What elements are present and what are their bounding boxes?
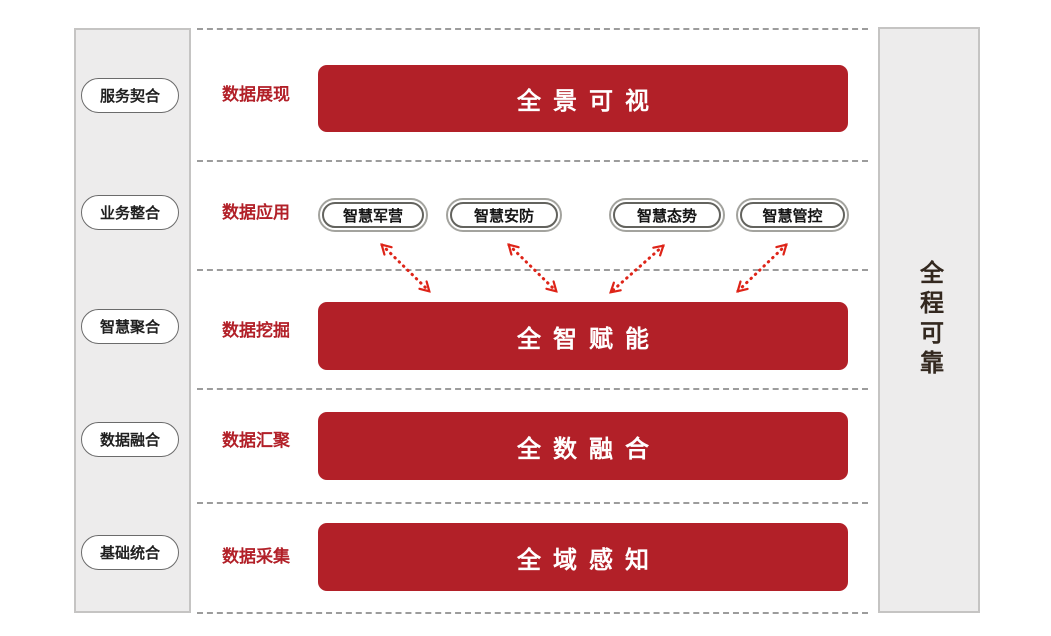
sidebar-pill-basic-unification: 基础统合 xyxy=(81,535,179,570)
vertical-reliability-label: 全程可靠 xyxy=(915,260,943,380)
app-pill-label: 智慧安防 xyxy=(450,202,558,228)
bar-full-domain-sensing: 全域感知 xyxy=(318,523,848,591)
app-pill-label: 智慧管控 xyxy=(740,202,845,228)
sidebar-pill-wisdom-aggregation: 智慧聚合 xyxy=(81,309,179,344)
sidebar-pill-service-fit: 服务契合 xyxy=(81,78,179,113)
double-arrow xyxy=(738,245,786,291)
bar-full-data-fusion: 全数融合 xyxy=(318,412,848,480)
app-pill-label: 智慧军营 xyxy=(322,202,424,228)
row-divider xyxy=(197,502,868,504)
double-arrow xyxy=(382,245,429,291)
app-pill-smart-barracks: 智慧军营 xyxy=(318,198,428,232)
bar-panoramic-visibility: 全景可视 xyxy=(318,65,848,132)
row-label-data-convergence: 数据汇聚 xyxy=(222,431,290,450)
row-divider xyxy=(197,612,868,614)
row-divider xyxy=(197,28,868,30)
app-pill-smart-security: 智慧安防 xyxy=(446,198,562,232)
sidebar-pill-business-integration: 业务整合 xyxy=(81,195,179,230)
row-label-data-application: 数据应用 xyxy=(222,203,290,222)
bar-full-intelligence: 全智赋能 xyxy=(318,302,848,370)
row-divider xyxy=(197,388,868,390)
app-pill-smart-control: 智慧管控 xyxy=(736,198,849,232)
app-pill-smart-situation: 智慧态势 xyxy=(609,198,725,232)
sidebar-pill-data-fusion: 数据融合 xyxy=(81,422,179,457)
row-label-data-presentation: 数据展现 xyxy=(222,85,290,104)
row-divider xyxy=(197,160,868,162)
row-divider xyxy=(197,269,868,271)
app-pill-label: 智慧态势 xyxy=(613,202,721,228)
right-sidebar: 全程可靠 xyxy=(878,27,980,613)
row-label-data-collection: 数据采集 xyxy=(222,547,290,566)
row-label-data-mining: 数据挖掘 xyxy=(222,321,290,340)
double-arrow xyxy=(509,245,556,291)
